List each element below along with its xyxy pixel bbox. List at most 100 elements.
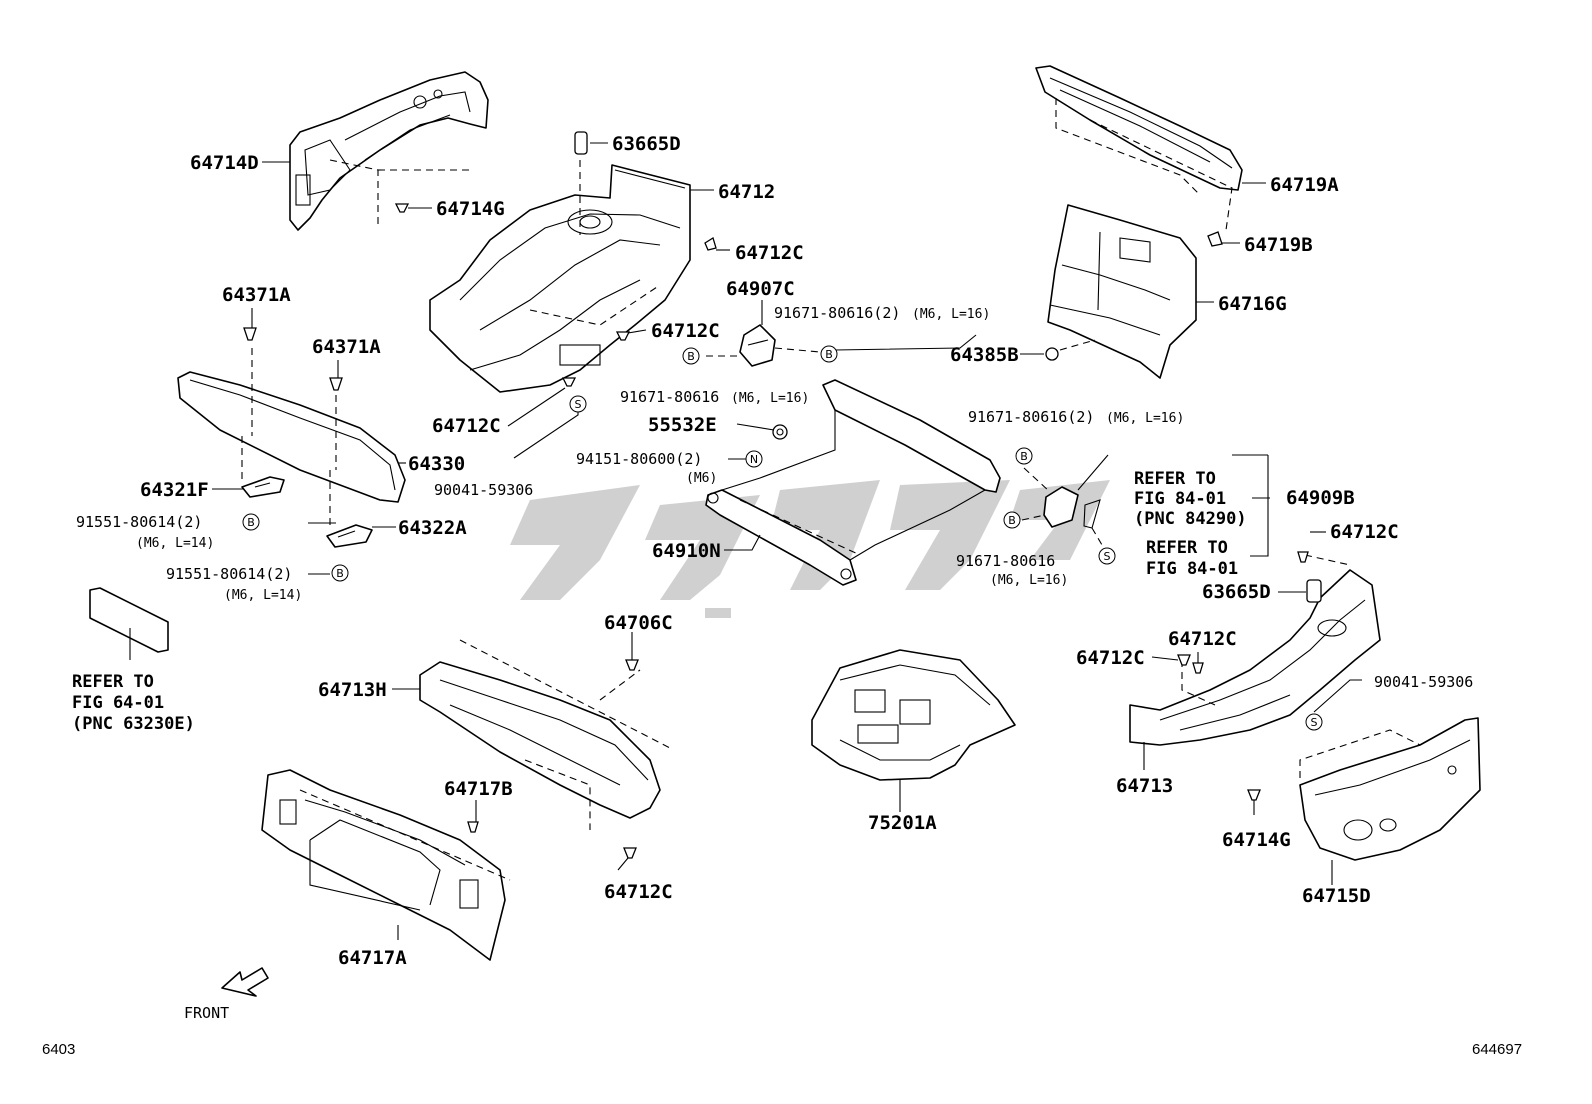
label-64712C-g: 64712C xyxy=(1076,647,1145,669)
label-91671-top-spec: (M6, L=16) xyxy=(912,307,990,322)
part-64910N-drawing xyxy=(705,379,1001,586)
part-64322A-drawing xyxy=(326,524,373,548)
label-75201A: 75201A xyxy=(868,812,937,834)
label-64712: 64712 xyxy=(718,181,775,203)
label-94151-spec: (M6) xyxy=(686,471,717,486)
svg-text:B: B xyxy=(825,348,833,361)
label-64385B: 64385B xyxy=(950,344,1019,366)
reference-fig-84-01: REFER TO FIG 84-01 xyxy=(1146,538,1238,579)
front-arrow-icon xyxy=(221,967,269,997)
label-90041-left: 90041-59306 xyxy=(434,481,533,499)
label-64322A: 64322A xyxy=(398,517,467,539)
label-64719A: 64719A xyxy=(1270,174,1339,196)
label-64717A: 64717A xyxy=(338,947,407,969)
part-64713-drawing xyxy=(1129,554,1381,746)
label-64712C-b: 64712C xyxy=(651,320,720,342)
label-64330: 64330 xyxy=(408,453,465,475)
label-64706C: 64706C xyxy=(604,612,673,634)
part-64715D-drawing xyxy=(1299,717,1481,861)
part-64907C-drawing xyxy=(706,324,821,367)
label-64717B: 64717B xyxy=(444,778,513,800)
label-64712C-d: 64712C xyxy=(1330,521,1399,543)
bolt-symbol: B xyxy=(1003,511,1021,529)
screw-symbol: S xyxy=(1305,713,1323,731)
clip-55532E xyxy=(772,424,788,440)
label-64713: 64713 xyxy=(1116,775,1173,797)
svg-text:B: B xyxy=(1020,450,1028,463)
clips-lower-middle xyxy=(467,821,637,859)
clip-64714G-right xyxy=(1247,789,1261,801)
part-64909B-drawing xyxy=(1021,467,1106,551)
svg-text:REFER TO: REFER TO xyxy=(1146,538,1228,558)
label-64321F: 64321F xyxy=(140,479,209,501)
label-55532E: 55532E xyxy=(648,414,717,436)
svg-text:(PNC 63230E): (PNC 63230E) xyxy=(72,714,195,734)
nut-symbol: N xyxy=(745,450,763,468)
clip-64714G-top xyxy=(394,203,410,213)
svg-text:N: N xyxy=(750,453,758,466)
label-63665D-top: 63665D xyxy=(612,133,681,155)
label-63665D-right: 63665D xyxy=(1202,581,1271,603)
label-64716G: 64716G xyxy=(1218,293,1287,315)
label-64712C-f: 64712C xyxy=(1168,628,1237,650)
label-64713H: 64713H xyxy=(318,679,387,701)
clip-64712C-cluster xyxy=(561,236,717,387)
svg-text:REFER TO: REFER TO xyxy=(72,672,154,692)
label-64712C-e: 64712C xyxy=(604,881,673,903)
label-91551-b-spec: (M6, L=14) xyxy=(224,588,302,603)
fastener-symbols: B B S N B B B B S S xyxy=(242,345,1323,731)
screw-symbol: S xyxy=(569,395,587,413)
part-64321F-drawing xyxy=(241,476,285,498)
svg-text:(PNC 84290): (PNC 84290) xyxy=(1134,509,1247,529)
label-64712C-c: 64712C xyxy=(432,415,501,437)
clip-64706C xyxy=(625,659,639,671)
label-91551-b: 91551-80614(2) xyxy=(166,565,292,583)
reference-fig-64-01: REFER TO FIG 64-01 (PNC 63230E) xyxy=(72,672,195,734)
bolt-symbol: B xyxy=(820,345,838,363)
label-64715D: 64715D xyxy=(1302,885,1371,907)
label-64714G-top: 64714G xyxy=(436,198,505,220)
svg-text:B: B xyxy=(336,567,344,580)
part-63230E-drawing xyxy=(89,587,169,653)
svg-text:S: S xyxy=(1104,550,1111,563)
bolt-symbol: B xyxy=(682,347,700,365)
part-64717A-drawing xyxy=(261,769,511,961)
label-91551-a: 91551-80614(2) xyxy=(76,513,202,531)
label-64712C-a: 64712C xyxy=(735,242,804,264)
bolt-symbol: B xyxy=(331,564,349,582)
bolt-symbol: B xyxy=(242,513,260,531)
part-64712-drawing xyxy=(429,160,691,393)
corner-code-left: 6403 xyxy=(42,1041,75,1058)
part-64719A-drawing xyxy=(1035,65,1243,231)
svg-text:S: S xyxy=(575,398,582,411)
label-91671-right-top: 91671-80616(2) xyxy=(968,408,1094,426)
label-91671-mid: 91671-80616 xyxy=(620,388,719,406)
label-91671-right-top-spec: (M6, L=16) xyxy=(1106,411,1184,426)
part-64330-drawing xyxy=(177,348,406,525)
svg-text:REFER TO: REFER TO xyxy=(1134,469,1216,489)
clip-64385B xyxy=(1045,339,1096,361)
label-64371A-a: 64371A xyxy=(222,284,291,306)
svg-text:FIG 84-01: FIG 84-01 xyxy=(1146,559,1238,579)
label-64719B: 64719B xyxy=(1244,234,1313,256)
reference-fig-84-01-pnc: REFER TO FIG 84-01 (PNC 84290) xyxy=(1134,469,1247,529)
label-64714G-right: 64714G xyxy=(1222,829,1291,851)
clip-63665D-top xyxy=(574,131,588,155)
label-91671-top: 91671-80616(2) xyxy=(774,304,900,322)
part-64714D-drawing xyxy=(289,71,489,231)
label-91551-a-spec: (M6, L=14) xyxy=(136,536,214,551)
svg-text:B: B xyxy=(687,350,695,363)
svg-text:FIG 64-01: FIG 64-01 xyxy=(72,693,164,713)
front-label: FRONT xyxy=(184,1004,229,1022)
label-64714D: 64714D xyxy=(190,152,259,174)
label-91671-right-low: 91671-80616 xyxy=(956,552,1055,570)
fastener-labels: 91671-80616(2) (M6, L=16) 91671-80616 (M… xyxy=(76,304,1473,691)
label-64910N: 64910N xyxy=(652,540,721,562)
part-64713H-drawing xyxy=(419,639,671,830)
label-91671-mid-spec: (M6, L=16) xyxy=(731,391,809,406)
label-64907C: 64907C xyxy=(726,278,795,300)
part-labels: 64714D 64714G 63665D 64712 64712C 64712C… xyxy=(140,133,1399,969)
label-91671-right-low-spec: (M6, L=16) xyxy=(990,573,1068,588)
